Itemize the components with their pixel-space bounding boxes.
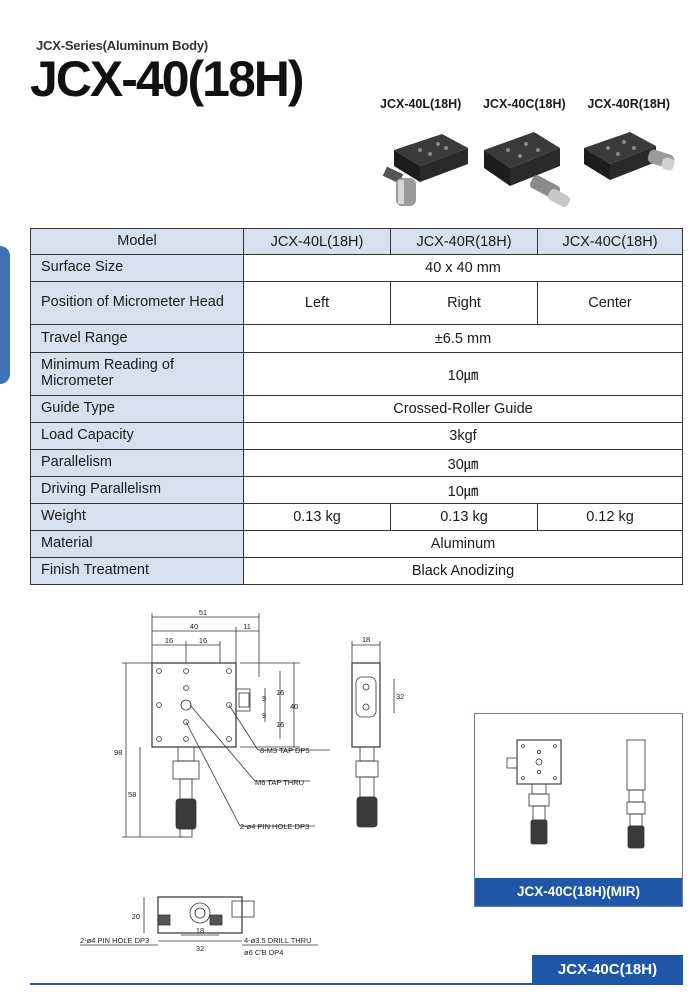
row-value: 10㎛ bbox=[243, 476, 683, 504]
side-tab bbox=[0, 246, 10, 384]
row-value: Crossed-Roller Guide bbox=[243, 395, 683, 423]
table-row: Minimum Reading of Micrometer 10㎛ bbox=[30, 352, 683, 396]
col-header-model: Model bbox=[30, 228, 244, 255]
table-row: Material Aluminum bbox=[30, 530, 683, 558]
dim-side-18: 18 bbox=[362, 635, 370, 644]
row-label: Finish Treatment bbox=[30, 557, 244, 585]
row-label: Load Capacity bbox=[30, 422, 244, 450]
row-value: 0.12 kg bbox=[537, 503, 683, 531]
dim-bottom-20: 20 bbox=[132, 912, 140, 921]
row-value: 10㎛ bbox=[243, 352, 683, 396]
table-row: Guide Type Crossed-Roller Guide bbox=[30, 395, 683, 423]
row-value: Aluminum bbox=[243, 530, 683, 558]
row-label: Weight bbox=[30, 503, 244, 531]
variant-labels: JCX-40L(18H) JCX-40C(18H) JCX-40R(18H) bbox=[380, 97, 670, 111]
table-row: Weight 0.13 kg 0.13 kg 0.12 kg bbox=[30, 503, 683, 531]
callout-m3-tap: 8-M3 TAP DP5 bbox=[260, 746, 310, 755]
dim-58: 58 bbox=[128, 790, 136, 799]
row-value: Right bbox=[390, 281, 538, 325]
col-header-40c: JCX-40C(18H) bbox=[537, 228, 683, 255]
product-photo-right bbox=[584, 132, 675, 180]
dim-side-32: 32 bbox=[396, 692, 404, 701]
col-header-40r: JCX-40R(18H) bbox=[390, 228, 538, 255]
mir-label: JCX-40C(18H)(MIR) bbox=[475, 878, 682, 906]
row-label: Surface Size bbox=[30, 254, 244, 282]
product-photo-left bbox=[382, 134, 468, 206]
table-row: Parallelism 30㎛ bbox=[30, 449, 683, 477]
row-value: 3kgf bbox=[243, 422, 683, 450]
series-title: JCX-Series(Aluminum Body) bbox=[36, 38, 208, 53]
table-header-row: Model JCX-40L(18H) JCX-40R(18H) JCX-40C(… bbox=[30, 228, 683, 255]
row-value: 40 x 40 mm bbox=[243, 254, 683, 282]
callout-m6-tap: M6 TAP THRU bbox=[255, 778, 304, 787]
table-row: Position of Micrometer Head Left Right C… bbox=[30, 281, 683, 325]
table-row: Travel Range ±6.5 mm bbox=[30, 324, 683, 353]
dim-11: 11 bbox=[243, 622, 251, 631]
variant-center-label: JCX-40C(18H) bbox=[482, 97, 566, 111]
row-value: 0.13 kg bbox=[390, 503, 538, 531]
dim-16c: 16 bbox=[276, 688, 284, 697]
drawing-side-view: 18 32 bbox=[351, 635, 404, 828]
mir-variant-box: JCX-40C(18H)(MIR) bbox=[474, 713, 683, 907]
mir-drawing bbox=[506, 739, 646, 849]
table-row: Driving Parallelism 10㎛ bbox=[30, 476, 683, 504]
dim-16d: 16 bbox=[276, 720, 284, 729]
row-label: Parallelism bbox=[30, 449, 244, 477]
dim-98: 98 bbox=[114, 748, 122, 757]
row-label: Material bbox=[30, 530, 244, 558]
drawing-front-view: 51 40 11 16 16 9 9 16 16 40 98 58 8-M3 T… bbox=[114, 608, 330, 838]
model-title: JCX-40(18H) bbox=[30, 51, 305, 107]
dim-51: 51 bbox=[199, 608, 207, 617]
spec-table: Model JCX-40L(18H) JCX-40R(18H) JCX-40C(… bbox=[30, 228, 683, 585]
col-header-40l: JCX-40L(18H) bbox=[243, 228, 391, 255]
row-label: Guide Type bbox=[30, 395, 244, 423]
row-value: Center bbox=[537, 281, 683, 325]
dim-9b: 9 bbox=[262, 711, 266, 720]
row-value: ±6.5 mm bbox=[243, 324, 683, 353]
table-row: Finish Treatment Black Anodizing bbox=[30, 557, 683, 585]
row-value: Black Anodizing bbox=[243, 557, 683, 585]
dim-40: 40 bbox=[190, 622, 198, 631]
callout-pin-hole: 2-ø4 PIN HOLE DP3 bbox=[240, 822, 309, 831]
dim-16b: 16 bbox=[199, 636, 207, 645]
row-label: Position of Micrometer Head bbox=[30, 281, 244, 325]
dim-40v: 40 bbox=[290, 702, 298, 711]
footer-model-tag: JCX-40C(18H) bbox=[532, 955, 683, 985]
callout-pin-hole-bottom: 2-ø4 PIN HOLE DP3 bbox=[80, 936, 149, 945]
row-value: 0.13 kg bbox=[243, 503, 391, 531]
footer-bar bbox=[30, 983, 683, 985]
product-photo-center bbox=[484, 132, 571, 208]
table-row: Surface Size 40 x 40 mm bbox=[30, 254, 683, 282]
callout-drill: 4-ø3.5 DRILL THRU bbox=[244, 936, 312, 945]
row-label: Travel Range bbox=[30, 324, 244, 353]
drawing-bottom-view: 20 18 32 2-ø4 PIN HOLE DP3 4-ø3.5 DRILL … bbox=[80, 896, 318, 957]
row-value: 30㎛ bbox=[243, 449, 683, 477]
table-row: Load Capacity 3kgf bbox=[30, 422, 683, 450]
dim-9a: 9 bbox=[262, 694, 266, 703]
variant-right-label: JCX-40R(18H) bbox=[587, 97, 670, 111]
row-label: Minimum Reading of Micrometer bbox=[30, 352, 244, 396]
variant-left-label: JCX-40L(18H) bbox=[380, 97, 462, 111]
dim-bottom-32: 32 bbox=[196, 944, 204, 953]
dim-16a: 16 bbox=[165, 636, 173, 645]
callout-cbore: ø6 C'B DP4 bbox=[244, 948, 283, 957]
dim-bottom-18: 18 bbox=[196, 926, 204, 935]
row-value: Left bbox=[243, 281, 391, 325]
row-label: Driving Parallelism bbox=[30, 476, 244, 504]
